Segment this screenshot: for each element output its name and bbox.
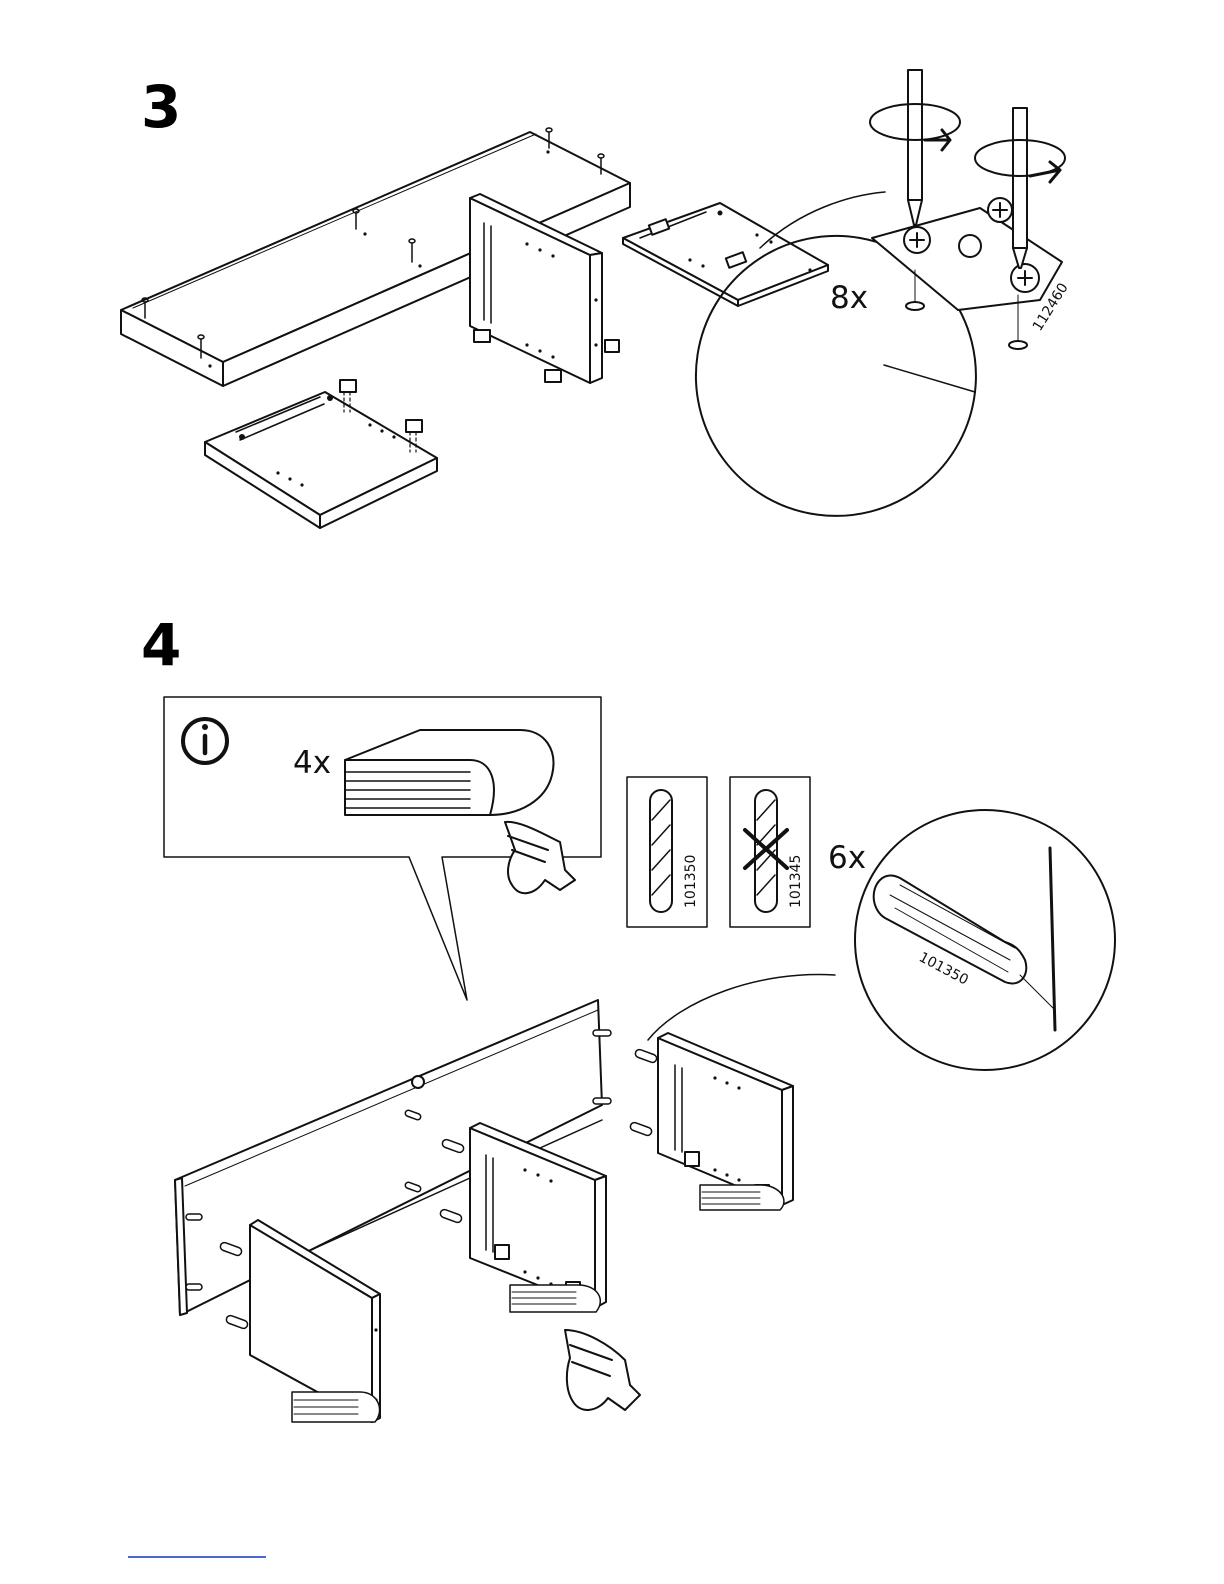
step-3-illustration: 8x 112460	[121, 70, 1072, 528]
dowel-wrong-part-number: 101345	[788, 855, 804, 908]
shelf-panel-lower	[205, 380, 437, 528]
dowel-detail-circle: 101350	[855, 810, 1115, 1070]
side-panel-right	[658, 1033, 793, 1210]
hand-pointing-icon	[565, 1330, 640, 1410]
dowel-correct-box: 101350	[627, 777, 707, 927]
step-4-illustration: 4x 101350	[164, 697, 1115, 1422]
footer-rule	[128, 1556, 266, 1558]
dowel-correct-part-number: 101350	[683, 855, 699, 908]
dowel-quantity-label: 6x	[828, 840, 866, 876]
side-panel-left	[250, 1220, 380, 1422]
side-panel-middle	[470, 1123, 606, 1312]
info-callout: 4x	[164, 697, 601, 1000]
rotate-clockwise-arrow-icon	[870, 104, 1065, 182]
dowel-wrong-box: 101345	[730, 777, 810, 927]
felt-pad-quantity-label: 4x	[293, 745, 331, 781]
dowel-detail-pointer	[648, 974, 835, 1040]
hinge-quantity-label: 8x	[830, 280, 868, 316]
